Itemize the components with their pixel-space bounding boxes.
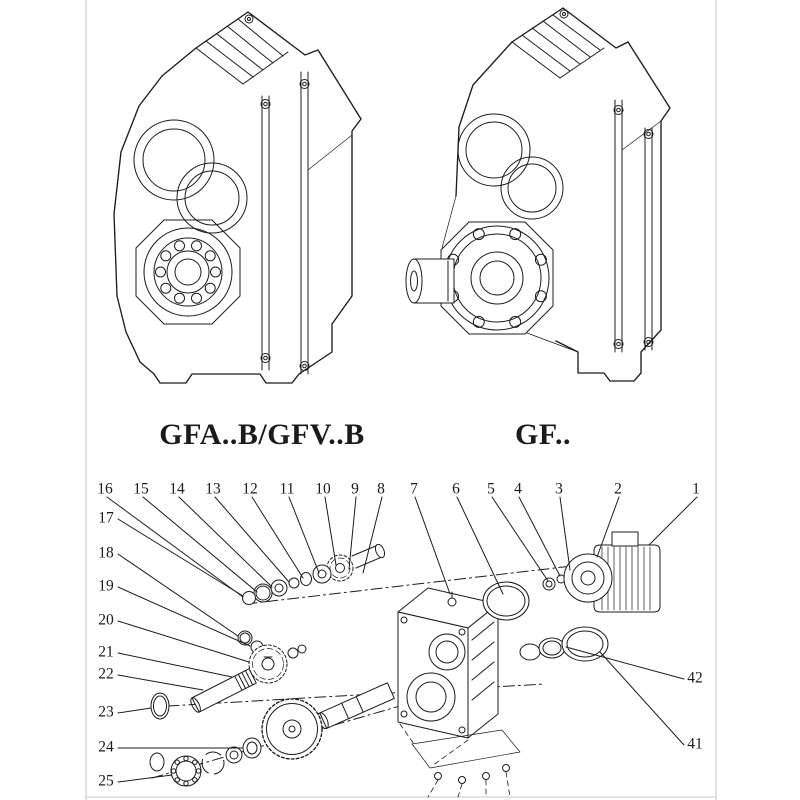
retaining-rings [519,626,609,662]
part-number: 6 [452,480,460,498]
part-number: 3 [555,480,563,498]
part-number: 9 [351,480,359,498]
part-number: 1 [692,480,700,498]
bore-circles [133,119,248,234]
part-number: 11 [279,480,295,498]
part-number: 22 [98,665,114,683]
right-gearbox-outline [511,7,671,382]
bore-circles-right [457,113,564,220]
part-number: 17 [98,509,114,527]
part-number: 13 [205,480,221,498]
part-number: 12 [242,480,258,498]
part-number: 25 [98,772,114,790]
part-number: 23 [98,703,114,721]
part-number: 20 [98,611,114,629]
input-shaft-parts [242,543,386,605]
part-number: 16 [97,480,113,498]
mounting-rails [260,71,353,375]
caption-left-model: GFA..B/GFV..B [159,418,365,451]
part-number: 19 [98,577,114,595]
part-number: 10 [315,480,331,498]
drawing-right [405,7,671,382]
part-number: 5 [487,480,495,498]
housing [397,587,499,739]
part-number: 42 [687,669,703,687]
part-number: 7 [410,480,418,498]
gasket [482,581,530,621]
left-gearbox-outline [113,11,362,384]
part-number: 41 [687,735,703,753]
part-number: 24 [98,738,114,756]
output-gear-parts [261,682,395,760]
mounting-rails-right [613,99,662,353]
motor [563,531,661,613]
output-shaft [405,258,455,304]
cover-plate [399,723,521,798]
cooling-ribs [195,14,289,85]
cooling-ribs-right [511,9,605,79]
part-number: 14 [169,480,185,498]
part-number: 21 [98,643,114,661]
drawing-left [113,11,362,384]
intermediate-gear-parts [150,630,307,720]
part-number: 2 [614,480,622,498]
bearing [135,219,241,325]
leader-lines [106,496,698,783]
part-number: 18 [98,544,114,562]
part-number: 4 [514,480,522,498]
output-flange [440,221,554,335]
bottom-bearing-parts [149,737,262,787]
exploded-view [106,496,698,798]
page-edges [85,0,717,800]
part-number: 15 [133,480,149,498]
part-number: 8 [377,480,385,498]
caption-right-model: GF.. [515,418,571,451]
